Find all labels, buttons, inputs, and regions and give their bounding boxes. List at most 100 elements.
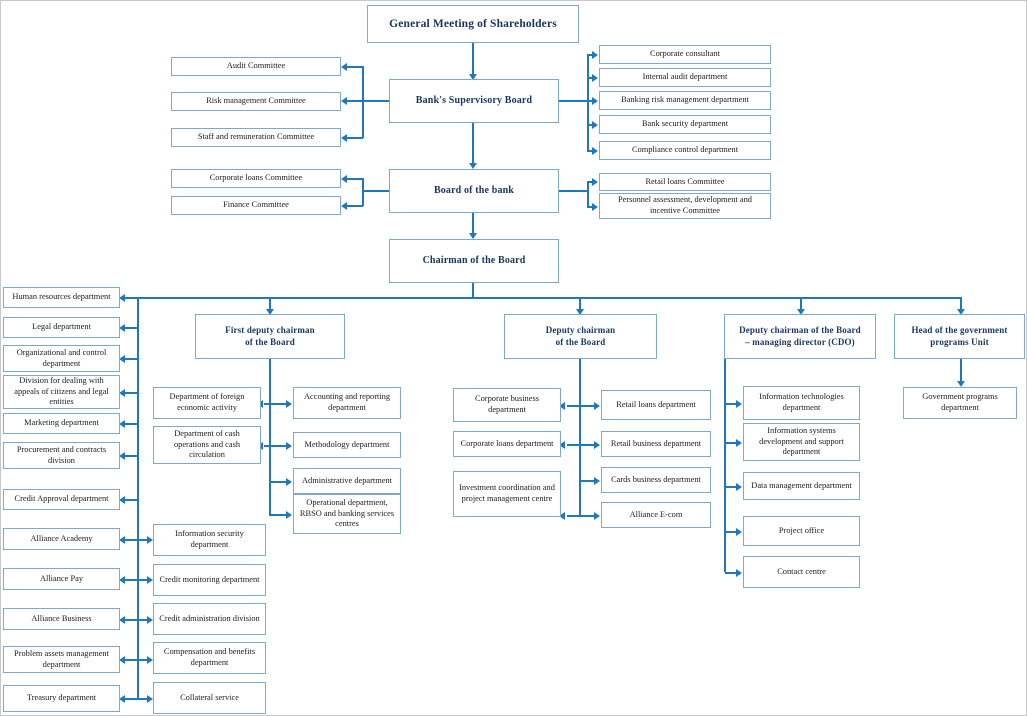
node-retail-loans-committee[interactable]: Retail loans Committee — [599, 173, 771, 191]
node-retail-loans-department[interactable]: Retail loans department — [601, 390, 711, 420]
node-cards-business-department[interactable]: Cards business department — [601, 467, 711, 493]
connector-supervisory-right-spine — [587, 54, 589, 151]
node-general-meeting[interactable]: General Meeting of Shareholders — [367, 5, 579, 43]
node-credit-monitoring-department[interactable]: Credit monitoring department — [153, 564, 266, 596]
arrowhead-supervisory-to-board — [469, 163, 477, 169]
node-corporate-loans-committee[interactable]: Corporate loans Committee — [171, 169, 341, 188]
node-treasury-department[interactable]: Treasury department — [3, 685, 120, 712]
node-organizational-control-department[interactable]: Organizational and control department — [3, 345, 120, 372]
connector-dep-row4-left — [567, 515, 581, 517]
node-legal-department[interactable]: Legal department — [3, 317, 120, 338]
connector-spine-to-problem-assets — [125, 659, 139, 661]
node-human-resources-department[interactable]: Human resources department — [3, 287, 120, 308]
arrowhead-to-retail-loans-department — [594, 402, 600, 410]
node-department-foreign-economic-activity[interactable]: Department of foreign economic activity — [153, 387, 261, 419]
arrowhead-to-compliance-control — [592, 146, 598, 155]
connector-gm-to-supervisory — [472, 43, 474, 77]
first-deputy-line-2: of the Board — [245, 336, 295, 347]
node-personnel-assessment-committee[interactable]: Personnel assessment, development and in… — [599, 193, 771, 219]
node-accounting-reporting-department[interactable]: Accounting and reporting department — [293, 387, 401, 419]
arrowhead-to-credit-monitoring — [147, 576, 153, 584]
node-problem-assets-management-department[interactable]: Problem assets management department — [3, 646, 120, 673]
node-audit-committee[interactable]: Audit Committee — [171, 57, 341, 76]
connector-to-personnel-committee — [587, 206, 593, 208]
node-corporate-business-department[interactable]: Corporate business department — [453, 388, 561, 422]
node-information-security-department[interactable]: Information security department — [153, 524, 266, 556]
node-collateral-service[interactable]: Collateral service — [153, 682, 266, 714]
node-first-deputy-chairman[interactable]: First deputy chairman of the Board — [195, 314, 345, 359]
arrowhead-to-human-resources — [119, 294, 125, 302]
node-administrative-department[interactable]: Administrative department — [293, 468, 401, 494]
node-investment-coordination-centre[interactable]: Investment coordination and project mana… — [453, 471, 561, 517]
connector-spine-to-credit-monitoring — [138, 579, 148, 581]
node-cdo[interactable]: Deputy chairman of the Board – managing … — [724, 314, 876, 359]
node-credit-approval-department[interactable]: Credit Approval department — [3, 489, 120, 510]
arrowhead-to-legal-department — [119, 324, 125, 332]
node-government-programs-department[interactable]: Government programs department — [903, 387, 1017, 419]
node-head-government-programs-unit[interactable]: Head of the government programs Unit — [894, 314, 1025, 359]
arrowhead-to-investment-coordination — [559, 512, 565, 520]
node-information-technologies-department[interactable]: Information technologies department — [743, 386, 860, 420]
connector-bus-to-deputy — [579, 297, 581, 312]
connector-bus-to-cdo — [800, 297, 802, 312]
connector-spine-to-alliance-business — [125, 619, 139, 621]
connector-supervisory-to-staff — [347, 137, 363, 139]
connector-fd-row2 — [264, 445, 288, 447]
connector-gov-unit-to-department — [960, 359, 962, 384]
connector-spine-to-information-security — [138, 539, 148, 541]
node-staff-remuneration-committee[interactable]: Staff and remuneration Committee — [171, 128, 341, 147]
node-methodology-department[interactable]: Methodology department — [293, 432, 401, 458]
node-deputy-chairman[interactable]: Deputy chairman of the Board — [504, 314, 657, 359]
connector-supervisory-left-spine — [362, 66, 364, 138]
arrowhead-to-project-office — [736, 528, 742, 536]
connector-board-to-chairman — [472, 213, 474, 238]
node-internal-audit-department[interactable]: Internal audit department — [599, 68, 771, 87]
arrowhead-to-marketing-department — [119, 420, 125, 428]
connector-cdo-row4 — [725, 531, 737, 533]
node-marketing-department[interactable]: Marketing department — [3, 413, 120, 434]
arrowhead-to-staff-committee — [341, 133, 347, 142]
node-corporate-loans-department[interactable]: Corporate loans department — [453, 431, 561, 457]
node-operational-department-rbso[interactable]: Operational department, RBSO and banking… — [293, 494, 401, 534]
first-deputy-line-1: First deputy chairman — [225, 324, 315, 335]
arrowhead-to-personnel-committee — [592, 202, 598, 211]
node-alliance-pay[interactable]: Alliance Pay — [3, 568, 120, 590]
node-alliance-business[interactable]: Alliance Business — [3, 608, 120, 630]
node-supervisory-board[interactable]: Bank's Supervisory Board — [389, 79, 559, 123]
arrowhead-to-audit-committee — [341, 62, 347, 71]
connector-spine-to-compensation — [138, 659, 148, 661]
connector-spine-to-alliance-academy — [125, 539, 139, 541]
connector-board-right-spine — [587, 181, 589, 207]
node-risk-management-committee[interactable]: Risk management Committee — [171, 92, 341, 111]
node-board-of-the-bank[interactable]: Board of the bank — [389, 169, 559, 213]
node-contact-centre[interactable]: Contact centre — [743, 556, 860, 588]
node-credit-administration-division[interactable]: Credit administration division — [153, 603, 266, 635]
node-procurement-contracts-division[interactable]: Procurement and contracts division — [3, 442, 120, 469]
node-compliance-control-department[interactable]: Compliance control department — [599, 141, 771, 160]
node-alliance-e-com[interactable]: Alliance E-com — [601, 502, 711, 528]
node-information-systems-development-department[interactable]: Information systems development and supp… — [743, 423, 860, 461]
node-alliance-academy[interactable]: Alliance Academy — [3, 528, 120, 550]
connector-left-spine — [137, 297, 139, 699]
connector-spine-to-appeals — [125, 392, 139, 394]
node-compensation-benefits-department[interactable]: Compensation and benefits department — [153, 642, 266, 674]
node-bank-security-department[interactable]: Bank security department — [599, 115, 771, 134]
node-appeals-division[interactable]: Division for dealing with appeals of cit… — [3, 375, 120, 409]
connector-spine-to-procurement — [125, 455, 139, 457]
connector-cdo-row5 — [725, 572, 737, 574]
node-department-cash-operations[interactable]: Department of cash operations and cash c… — [153, 426, 261, 464]
connector-chairman-to-bus — [472, 283, 474, 298]
arrowhead-to-credit-administration — [147, 616, 153, 624]
node-finance-committee[interactable]: Finance Committee — [171, 196, 341, 215]
node-corporate-consultant[interactable]: Corporate consultant — [599, 45, 771, 64]
node-chairman-of-the-board[interactable]: Chairman of the Board — [389, 239, 559, 283]
connector-cdo-row1 — [725, 403, 737, 405]
node-data-management-department[interactable]: Data management department — [743, 472, 860, 500]
arrowhead-to-corporate-loans-department — [559, 441, 565, 449]
node-retail-business-department[interactable]: Retail business department — [601, 431, 711, 457]
node-banking-risk-management-department[interactable]: Banking risk management department — [599, 91, 771, 110]
arrowhead-to-organizational-department — [119, 355, 125, 363]
arrowhead-to-methodology — [286, 442, 292, 450]
node-project-office[interactable]: Project office — [743, 516, 860, 546]
